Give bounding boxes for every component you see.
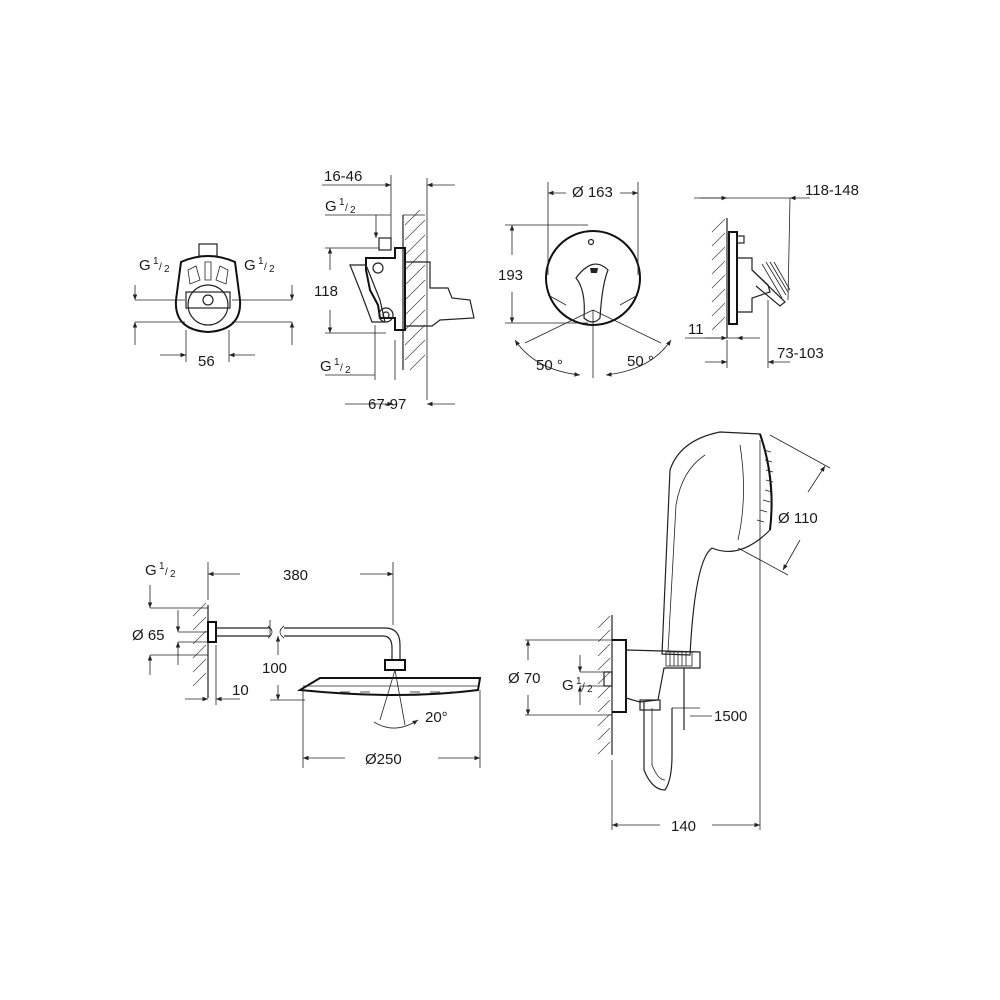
hand-shower-view [525,431,831,830]
label-g-half-head: G 1 / 2 [145,561,176,580]
svg-text:1: 1 [159,561,165,572]
dim-250: Ø250 [365,751,402,768]
svg-text:/: / [159,262,162,273]
dim-110: Ø 110 [778,510,818,527]
svg-text:1: 1 [258,256,264,267]
dim-118-148: 118-148 [805,182,859,199]
svg-text:G: G [325,198,337,215]
svg-text:/: / [165,567,168,578]
dim-16-46: 16-46 [324,168,362,185]
label-g-half-hand: G 1 / 2 [562,676,593,695]
svg-text:1: 1 [576,676,582,687]
svg-text:2: 2 [269,264,275,275]
label-g-half-left: G 1 / 2 [139,256,170,275]
label-g-half-right: G 1 / 2 [244,256,275,275]
angle-50-left: 50 ° [536,357,563,374]
svg-text:G: G [320,358,332,375]
dim-10: 10 [232,682,249,699]
dim-1500: 1500 [714,708,747,725]
dim-73-103: 73-103 [777,345,824,362]
dim-70: Ø 70 [508,670,541,687]
svg-text:G: G [244,257,256,274]
svg-text:1: 1 [153,256,159,267]
valve-body-side-view [322,175,475,407]
svg-text:/: / [340,363,343,374]
dim-67-97: 67-97 [368,396,406,413]
dim-65: Ø 65 [132,627,165,644]
svg-text:2: 2 [345,365,351,376]
svg-text:/: / [582,682,585,693]
label-g-half-side-top: G 1 / 2 [325,197,356,216]
dim-11: 11 [688,321,704,338]
angle-20: 20° [425,709,448,726]
svg-text:G: G [562,677,574,694]
svg-text:1: 1 [339,197,345,208]
valve-body-front-view [132,243,295,362]
svg-text:2: 2 [170,569,176,580]
dim-56: 56 [198,353,215,370]
head-shower-view [147,562,482,768]
dim-140: 140 [671,818,696,835]
dim-163: Ø 163 [572,184,613,201]
angle-50-right: 50 ° [627,353,654,370]
dim-100: 100 [262,660,287,677]
cover-plate-side-view [685,195,810,368]
dim-193: 193 [498,267,523,284]
label-g-half-side-bottom: G 1 / 2 [320,357,351,376]
svg-text:2: 2 [164,264,170,275]
dim-118: 118 [314,283,338,300]
cover-plate-front-view [505,182,672,378]
svg-text:G: G [145,562,157,579]
svg-text:2: 2 [350,205,356,216]
svg-text:G: G [139,257,151,274]
svg-text:2: 2 [587,684,593,695]
svg-text:/: / [264,262,267,273]
svg-text:1: 1 [334,357,340,368]
svg-text:/: / [345,203,348,214]
dim-380: 380 [283,567,308,584]
